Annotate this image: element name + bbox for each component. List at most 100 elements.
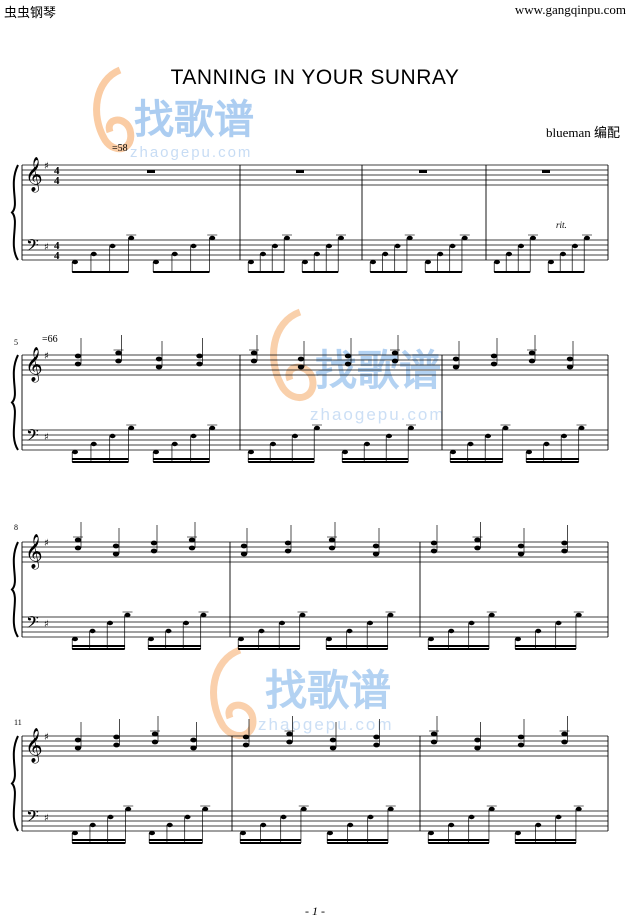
note-head (125, 806, 132, 812)
header-url: www.gangqinpu.com (514, 2, 626, 17)
note-head (370, 259, 376, 265)
note-head (190, 243, 197, 249)
note-head (128, 235, 135, 241)
note-head (72, 830, 78, 836)
note-head (258, 628, 265, 634)
note-head (155, 356, 163, 362)
note-head (474, 745, 481, 751)
key-signature-sharp: ♯ (44, 619, 49, 630)
note-head (575, 612, 582, 618)
note-head (250, 358, 258, 364)
note-head (302, 259, 308, 265)
note-head (188, 537, 196, 543)
note-head (190, 737, 197, 743)
note-head (367, 814, 374, 820)
note-head (575, 806, 582, 812)
note-head (270, 441, 276, 447)
note-head (494, 259, 500, 265)
note-head (391, 358, 399, 364)
note-head (240, 543, 248, 549)
note-head (115, 358, 122, 364)
note-head (151, 739, 159, 745)
note-head (543, 441, 550, 447)
note-head (548, 259, 554, 265)
note-head (90, 251, 97, 257)
note-head (284, 540, 292, 546)
note-head (314, 425, 320, 431)
note-head (202, 806, 209, 812)
watermark-logo-text: 找歌谱 (265, 667, 391, 714)
note-head (250, 350, 258, 356)
time-signature: 4 (54, 175, 60, 187)
note-head (535, 822, 542, 828)
note-head (151, 731, 159, 737)
note-head (74, 353, 82, 359)
note-head (515, 830, 521, 836)
note-head (74, 745, 82, 751)
note-head (328, 537, 336, 543)
note-head (338, 235, 344, 241)
note-head (327, 830, 333, 836)
note-head (430, 548, 438, 554)
watermark-url-text: zhaogepu.com (310, 405, 446, 424)
bass-clef: 𝄢 (26, 425, 39, 449)
note-head (488, 806, 495, 812)
note-head (171, 441, 178, 447)
whole-rest (147, 170, 155, 173)
note-head (347, 822, 354, 828)
note-head (561, 731, 568, 737)
note-head (329, 745, 337, 751)
note-head (526, 449, 532, 455)
note-head (528, 350, 536, 356)
note-head (209, 425, 216, 431)
key-signature-sharp: ♯ (44, 538, 49, 549)
note-head (171, 251, 178, 257)
note-head (474, 737, 481, 743)
note-head (272, 243, 278, 249)
note-head (90, 441, 97, 447)
note-head (367, 620, 373, 626)
note-head (299, 612, 306, 618)
note-head (578, 425, 585, 431)
note-head (452, 364, 460, 370)
note-head (372, 543, 380, 549)
note-head (386, 433, 392, 439)
note-head (297, 364, 305, 370)
note-head (74, 545, 82, 551)
note-head (342, 449, 348, 455)
note-head (346, 628, 353, 634)
note-head (387, 806, 394, 812)
note-head (430, 731, 438, 737)
note-head (240, 551, 248, 557)
note-head (474, 537, 481, 543)
note-head (572, 243, 578, 249)
note-head (113, 734, 120, 740)
note-head (200, 612, 207, 618)
key-signature-sharp: ♯ (44, 813, 49, 824)
key-signature-sharp: ♯ (44, 432, 49, 443)
brace (10, 354, 19, 451)
note-head (561, 433, 567, 439)
key-signature-sharp: ♯ (44, 161, 49, 172)
note-head (394, 243, 401, 249)
note-head (260, 822, 267, 828)
note-head (72, 259, 78, 265)
watermark-logo-text: 找歌谱 (315, 347, 441, 394)
note-head (560, 251, 566, 257)
note-head (165, 628, 172, 634)
note-head (109, 243, 116, 249)
note-head (468, 620, 475, 626)
note-head (113, 742, 120, 748)
arranger-credit: blueman 编配 (545, 125, 620, 140)
note-head (449, 243, 456, 249)
note-head (314, 251, 320, 257)
treble-clef: 𝄞 (25, 157, 43, 193)
note-head (148, 636, 154, 642)
note-head (74, 361, 82, 367)
watermark-url-text: zhaogepu.com (258, 715, 394, 734)
time-signature: 4 (54, 250, 60, 262)
note-head (248, 259, 254, 265)
note-head (150, 540, 158, 546)
key-signature-sharp: ♯ (44, 732, 49, 743)
note-head (329, 737, 337, 743)
